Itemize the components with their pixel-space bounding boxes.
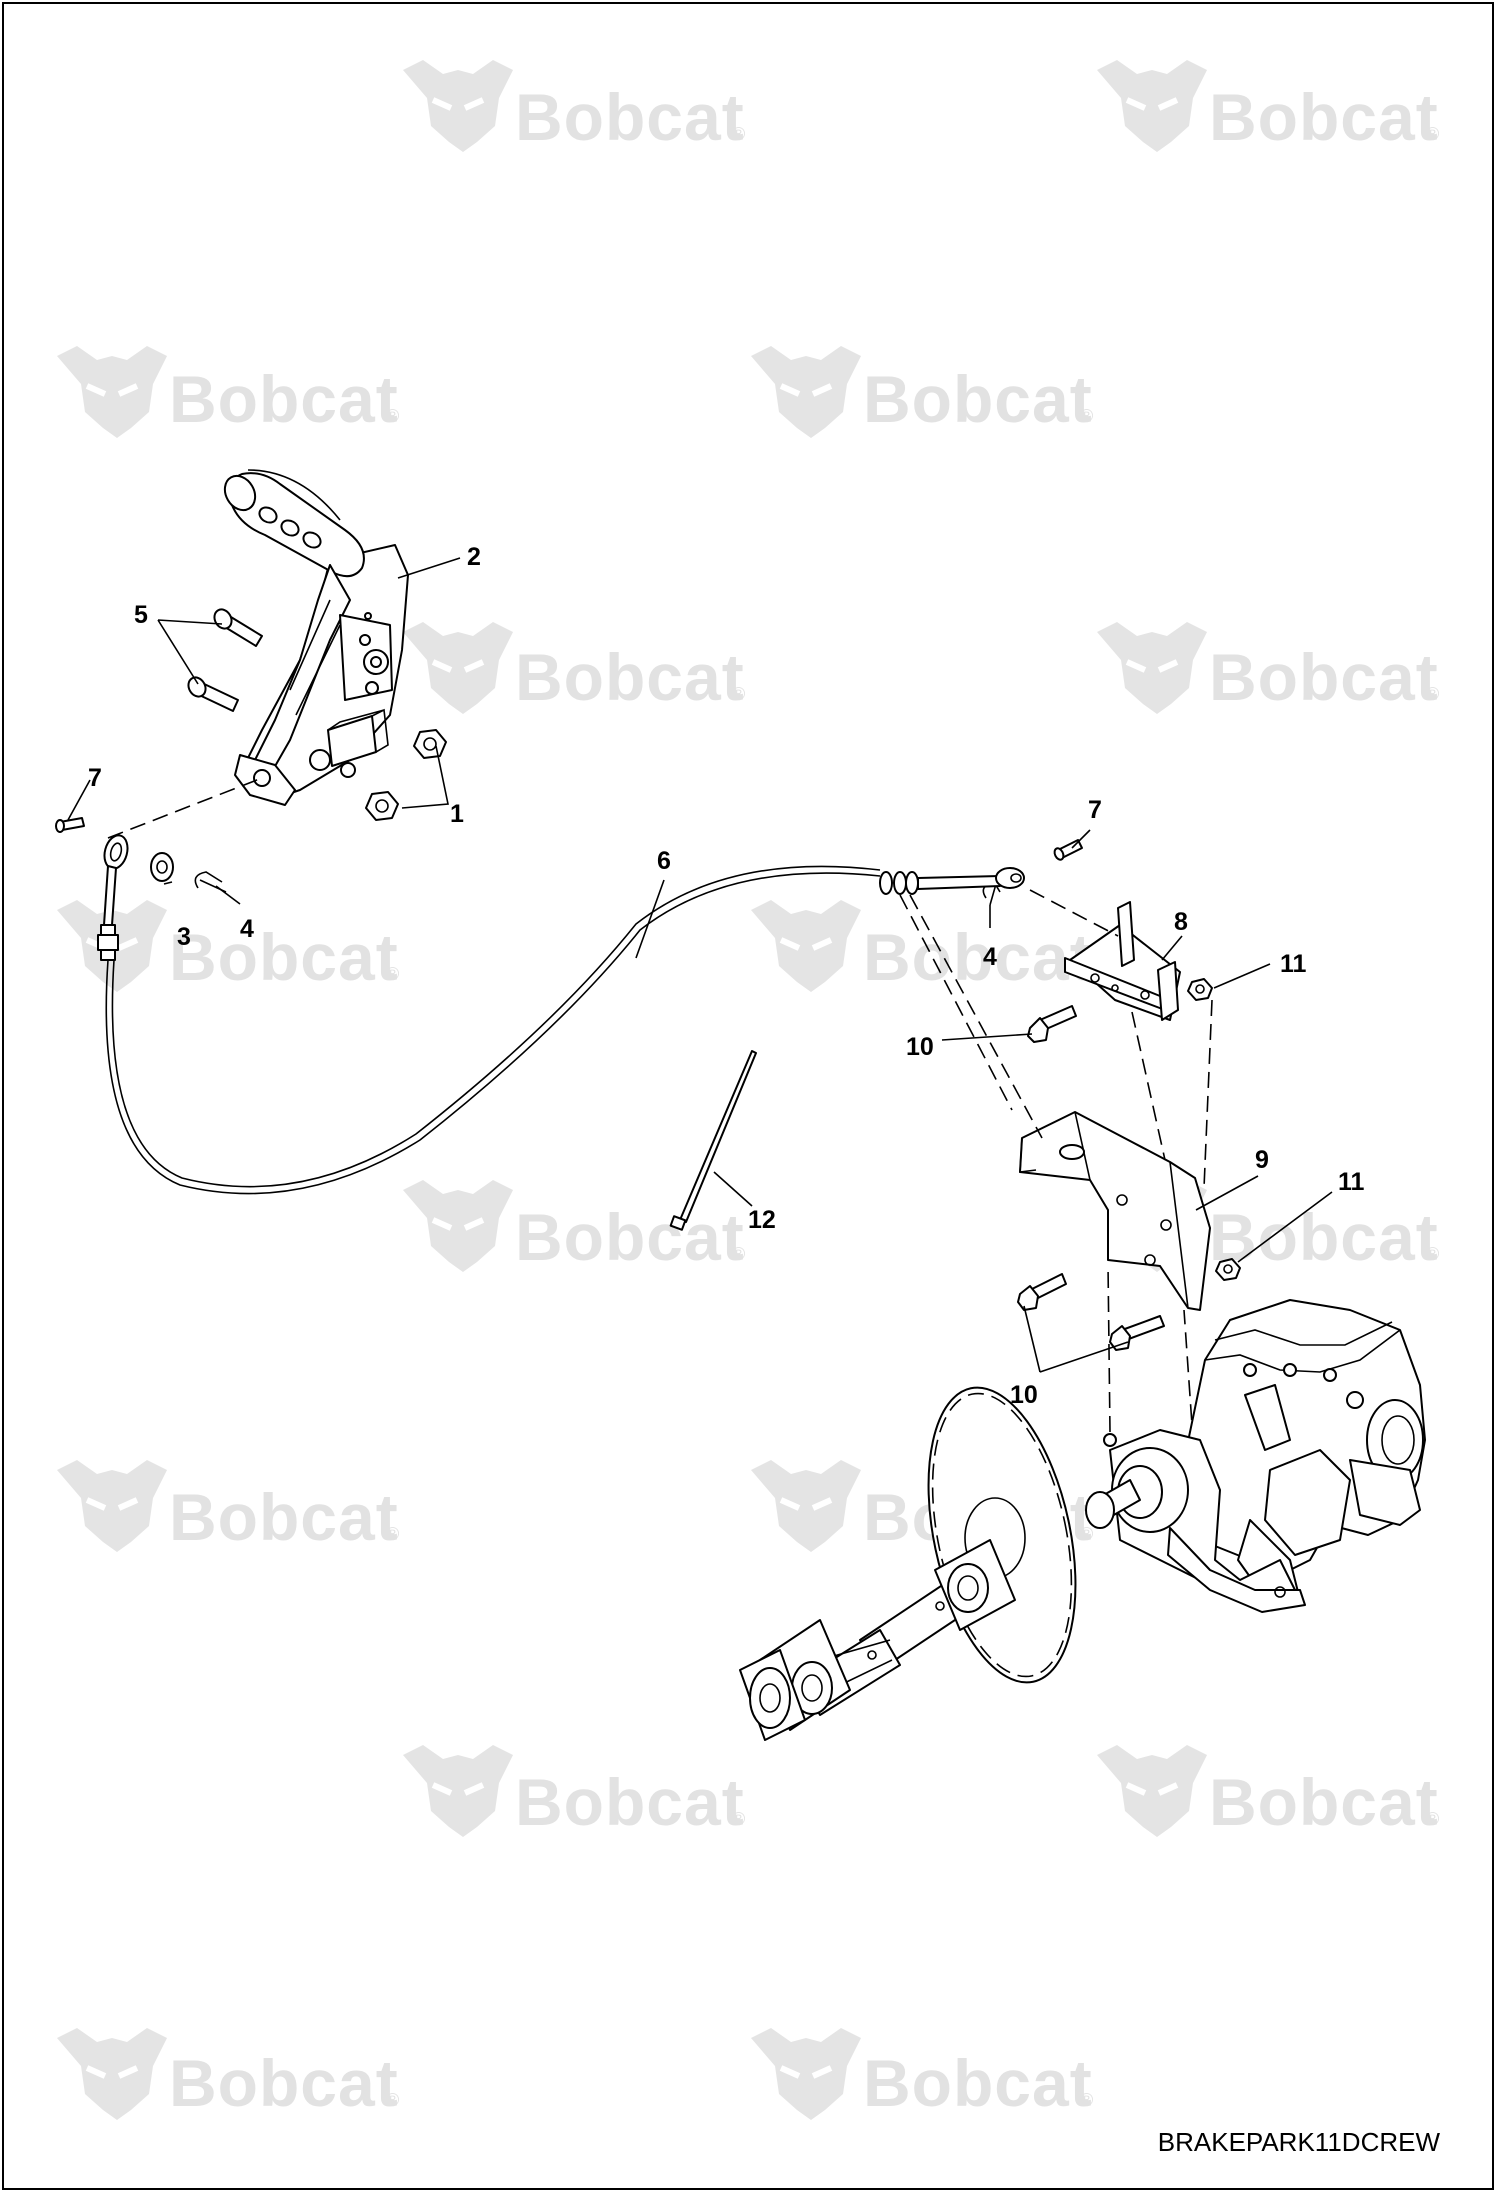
watermark-logo: [403, 1180, 513, 1272]
brake-cable: [97, 834, 1025, 1195]
brake-disc: [927, 1386, 1077, 1684]
washer: [150, 852, 174, 882]
bolt-10-upper: [1027, 1005, 1077, 1043]
hand-brake-lever: [223, 469, 409, 806]
watermark-reg: ®: [386, 2090, 399, 2110]
watermark-text: Bobcat: [1209, 80, 1439, 154]
watermark-logo: [57, 2028, 167, 2120]
callout-10-lower: 10: [1010, 1381, 1038, 1409]
watermark-reg: ®: [386, 1524, 399, 1544]
watermark-reg: ®: [1080, 1524, 1093, 1544]
callout-7-right: 7: [1088, 796, 1102, 824]
nut-11-lower: [1215, 1258, 1241, 1281]
callout-11-upper: 11: [1280, 950, 1307, 978]
watermark-logo: [1097, 1745, 1207, 1837]
watermark-logo: [57, 1460, 167, 1552]
callout-5: 5: [134, 601, 148, 629]
cable-tie: [669, 1050, 757, 1231]
watermark-reg: ®: [732, 1809, 745, 1829]
watermark-text: Bobcat: [1209, 640, 1439, 714]
bolt-upper: [213, 608, 263, 647]
watermark-logo: [403, 622, 513, 714]
transfer-gearbox: [1085, 1299, 1426, 1613]
assembly-lines: [107, 777, 1213, 1469]
watermark-logo: [403, 60, 513, 152]
nut-lower: [365, 791, 399, 821]
callout-4-right: 4: [983, 943, 997, 971]
callout-10-upper: 10: [906, 1033, 934, 1061]
watermark-reg: ®: [1080, 406, 1093, 426]
watermark-logo: [751, 900, 861, 992]
watermark-logo: [403, 1745, 513, 1837]
watermark-text: Bobcat: [169, 920, 399, 994]
watermark-reg: ®: [732, 684, 745, 704]
watermark-text: Bobcat: [1209, 1765, 1439, 1839]
drawing-id: BRAKEPARK11DCREW: [1157, 2127, 1440, 2157]
callout-3: 3: [177, 923, 191, 951]
clip-left: [194, 871, 227, 893]
watermark-reg: ®: [386, 964, 399, 984]
watermark-text: Bobcat: [169, 2046, 399, 2120]
watermark-text: Bobcat: [169, 362, 399, 436]
mounting-bracket: [1019, 1111, 1211, 1311]
watermark-logo: [1097, 622, 1207, 714]
watermark-text: Bobcat: [515, 80, 745, 154]
watermark-logo: [751, 2028, 861, 2120]
bolt-10-lower-a: [1017, 1273, 1067, 1311]
watermark-text: Bobcat: [515, 1200, 745, 1274]
watermark-logo: [57, 346, 167, 438]
drive-shaft: [739, 1539, 1016, 1741]
watermark-reg: ®: [732, 124, 745, 144]
watermark-reg: ®: [1426, 684, 1439, 704]
watermark-text: Bobcat: [863, 2046, 1093, 2120]
watermark-layer: Bobcat ® Bobcat ® Bobcat ® Bobcat ® Bobc…: [57, 60, 1439, 2120]
watermark-text: Bobcat: [1209, 1200, 1439, 1274]
clevis-pin-left: [55, 817, 85, 833]
callout-12: 12: [748, 1206, 776, 1234]
callout-8: 8: [1174, 908, 1188, 936]
callout-leaders: [67, 557, 1333, 1373]
bolt-10-lower-b: [1109, 1315, 1165, 1351]
nut-11-upper: [1187, 978, 1213, 1001]
watermark-logo: [751, 346, 861, 438]
callout-7-left: 7: [88, 764, 102, 792]
callout-2: 2: [467, 543, 481, 571]
watermark-reg: ®: [1426, 1809, 1439, 1829]
watermark-reg: ®: [1426, 124, 1439, 144]
watermark-text: Bobcat: [515, 1765, 745, 1839]
watermark-reg: ®: [1426, 1244, 1439, 1264]
watermark-text: Bobcat: [515, 640, 745, 714]
watermark-reg: ®: [386, 406, 399, 426]
watermark-logo: [1097, 60, 1207, 152]
nut-upper: [413, 729, 447, 759]
watermark-text: Bobcat: [863, 920, 1093, 994]
watermark-text: Bobcat: [863, 362, 1093, 436]
watermark-reg: ®: [1080, 2090, 1093, 2110]
cable-mount-bracket: [1064, 901, 1181, 1021]
watermark-reg: ®: [732, 1244, 745, 1264]
callout-9: 9: [1255, 1146, 1269, 1174]
callout-11-lower: 11: [1338, 1168, 1365, 1196]
callout-6: 6: [657, 847, 671, 875]
callout-labels: 1 2 3 4 4 5 6 7 7 8 9 10 10 11 11 12: [88, 543, 1365, 1409]
watermark-logo: [751, 1460, 861, 1552]
watermark-text: Bobcat: [169, 1480, 399, 1554]
callout-4-left: 4: [240, 915, 254, 943]
bolt-lower: [187, 676, 239, 712]
callout-1: 1: [450, 800, 464, 828]
